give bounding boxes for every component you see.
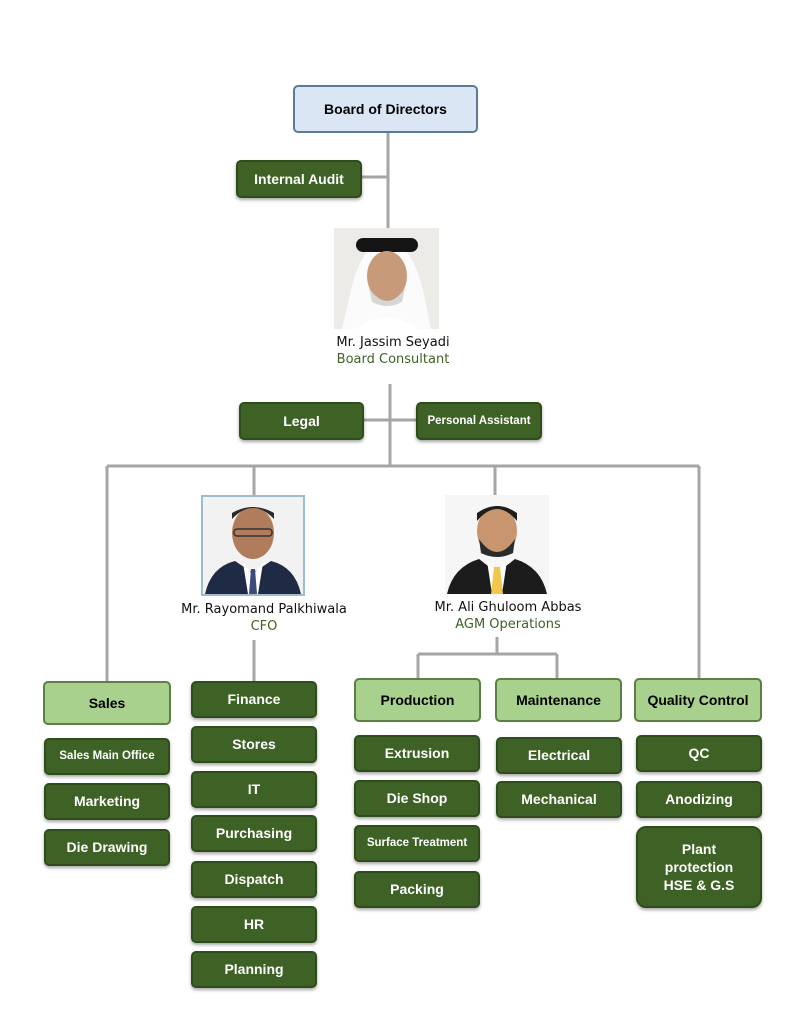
electrical-box: Electrical <box>496 737 622 774</box>
plant-protection-line-1: Plant <box>681 840 717 857</box>
it-box: IT <box>191 771 317 808</box>
plant-protection-line-2: protection <box>664 858 734 875</box>
planning-box: Planning <box>191 951 317 988</box>
legal-box: Legal <box>239 402 364 440</box>
finance-box: Finance <box>191 681 317 718</box>
plant-protection-line-3: HSE & G.S <box>663 877 735 894</box>
plant-protection-box: Plant protection HSE & G.S <box>636 826 762 908</box>
personal-assistant-box: Personal Assistant <box>416 402 542 440</box>
qc-box: QC <box>636 735 762 772</box>
hr-box: HR <box>191 906 317 943</box>
die-shop-box: Die Shop <box>354 780 480 817</box>
quality-control-header: Quality Control <box>634 678 762 722</box>
maintenance-header: Maintenance <box>495 678 622 722</box>
surface-treatment-box: Surface Treatment <box>354 825 480 862</box>
board-of-directors-box: Board of Directors <box>293 85 478 133</box>
sales-main-office-box: Sales Main Office <box>44 738 170 775</box>
consultant-name: Mr. Jassim Seyadi <box>336 335 450 350</box>
extrusion-box: Extrusion <box>354 735 480 772</box>
marketing-box: Marketing <box>44 783 170 820</box>
die-drawing-box: Die Drawing <box>44 829 170 866</box>
production-header: Production <box>354 678 481 722</box>
mechanical-box: Mechanical <box>496 781 622 818</box>
purchasing-box: Purchasing <box>191 815 317 852</box>
stores-box: Stores <box>191 726 317 763</box>
agm-title: AGM Operations <box>455 617 561 632</box>
consultant-title: Board Consultant <box>336 352 450 367</box>
jassim-seyadi-photo <box>334 228 439 329</box>
agm-name: Mr. Ali Ghuloom Abbas <box>434 600 582 615</box>
sales-header: Sales <box>43 681 171 725</box>
internal-audit-box: Internal Audit <box>236 160 362 198</box>
cfo-name: Mr. Rayomand Palkhiwala <box>181 602 347 617</box>
dispatch-box: Dispatch <box>191 861 317 898</box>
anodizing-box: Anodizing <box>636 781 762 818</box>
rayomand-palkhiwala-photo <box>201 495 305 596</box>
ali-ghuloom-abbas-photo <box>445 495 549 594</box>
cfo-title: CFO <box>250 619 278 634</box>
packing-box: Packing <box>354 871 480 908</box>
